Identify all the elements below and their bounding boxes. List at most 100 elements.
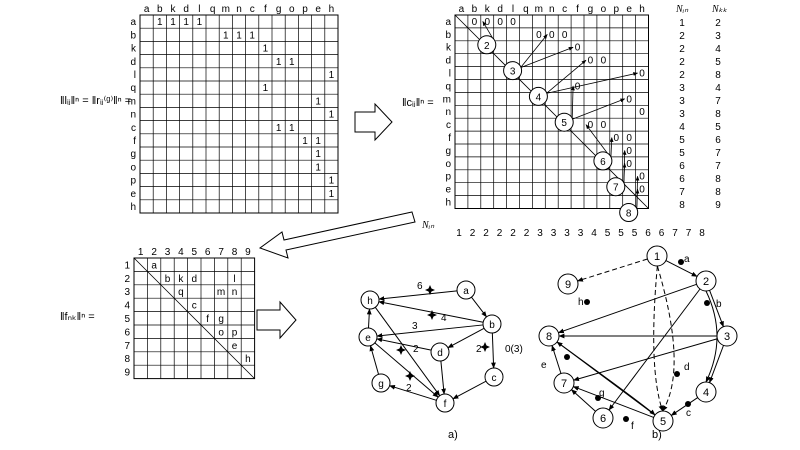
row-label: 1 <box>124 260 130 271</box>
graph-a-edge <box>366 308 372 329</box>
matrix-two-bottom-number: 4 <box>591 228 597 239</box>
graph-a-edge-label: 6 <box>417 281 423 292</box>
table-left-value: 5 <box>679 148 685 159</box>
matrix-three-value: k <box>178 274 184 285</box>
graph-a-edge <box>369 345 380 375</box>
matrix-two-bottom-number: 5 <box>605 228 611 239</box>
table-right-value: 4 <box>715 83 721 94</box>
table-left-value: 2 <box>679 44 685 55</box>
graph-a-edge <box>440 360 446 395</box>
graph-b-edge <box>670 397 698 416</box>
column-label: l <box>198 4 200 15</box>
matrix-two-value: 0 <box>549 30 555 41</box>
table-left-value: 6 <box>679 174 685 185</box>
table-right-value: 7 <box>715 148 721 159</box>
matrix-one-value: 1 <box>223 30 229 41</box>
graph-b-node <box>646 245 668 267</box>
graph-b-edge <box>709 345 724 384</box>
graph-a-node-label: h <box>367 296 373 307</box>
graph-a-node-label: e <box>365 333 371 344</box>
table-left-value: 6 <box>679 161 685 172</box>
matrix-two-circle-label: 5 <box>561 118 567 129</box>
matrix-one-value: 1 <box>183 17 189 28</box>
table-left-value: 8 <box>679 200 685 211</box>
row-label: o <box>130 162 136 173</box>
matrix-one-value: 1 <box>276 57 282 68</box>
table-right-value: 8 <box>715 174 721 185</box>
column-label: n <box>549 4 555 15</box>
graph-b-letter: h <box>578 297 584 308</box>
matrix-two-value: 0 <box>626 146 632 157</box>
matrix-one-value: 1 <box>329 110 335 121</box>
matrix-two-bottom-number: 3 <box>578 228 584 239</box>
row-label: d <box>445 56 451 67</box>
matrix-three-value: e <box>232 341 238 352</box>
hollow-arrow-right-bottom <box>256 300 297 340</box>
matrix-one-value: 1 <box>249 30 255 41</box>
table-left-value: 2 <box>679 57 685 68</box>
graph-b-node-label: 4 <box>703 387 709 399</box>
column-label: n <box>236 4 242 15</box>
matrix-two-value: 0 <box>613 133 619 144</box>
graph-a-edge <box>376 337 432 351</box>
graph-a-node-label: d <box>437 348 443 359</box>
row-label: 4 <box>124 301 130 312</box>
graph-a-star-marker <box>427 310 437 320</box>
matrix-two-circle <box>554 112 574 132</box>
matrix-two-arrow <box>635 188 640 210</box>
column-label: g <box>276 4 282 15</box>
matrix-one-value: 1 <box>170 17 176 28</box>
row-label: h <box>130 202 136 213</box>
graph-a-edge <box>376 324 484 338</box>
graph-a-edge <box>374 306 441 397</box>
diagonal-line <box>133 257 255 379</box>
graph-b-node-label: 9 <box>565 279 571 291</box>
column-label: k <box>171 4 177 15</box>
graph-a-star-marker <box>396 345 406 355</box>
matrix-two-value: 0 <box>575 81 581 92</box>
graph-b-node-label: 3 <box>724 331 730 343</box>
graph-a-edge <box>471 296 487 318</box>
table-header-left: Nᵢₙ <box>675 4 689 15</box>
matrix-one-value: 1 <box>302 136 308 147</box>
table-left-value: 7 <box>679 187 685 198</box>
matrix-border <box>139 14 339 214</box>
graph-a-node-label: c <box>492 373 497 384</box>
graph-a-node-label: g <box>378 379 384 390</box>
column-label: d <box>497 4 503 15</box>
matrix-three-value: g <box>218 314 224 325</box>
graph-b-edge <box>557 283 697 334</box>
matrix-three-label: ‖fₙₖ‖ⁿ = <box>60 311 95 323</box>
table-right-value: 3 <box>715 31 721 42</box>
column-label: c <box>562 4 567 15</box>
matrix-two-bottom-number: 1 <box>456 228 462 239</box>
graph-b-edge <box>570 389 596 412</box>
column-label: e <box>315 4 321 15</box>
row-label: 7 <box>124 341 130 352</box>
graph-b-edge <box>573 338 718 382</box>
row-label: h <box>445 198 451 209</box>
column-label: 4 <box>178 247 184 258</box>
graph-b-node-label: 7 <box>561 378 567 390</box>
row-label: m <box>128 96 136 107</box>
graph-b-edge <box>572 386 654 418</box>
column-label: 6 <box>205 247 211 258</box>
matrix-two-value: 0 <box>472 17 478 28</box>
matrix-one-value: 1 <box>315 149 321 160</box>
table-left-value: 3 <box>679 109 685 120</box>
matrix-two-arrow <box>546 72 639 94</box>
row-label: p <box>445 172 451 183</box>
graph-a-node <box>360 290 380 310</box>
graph-b-node <box>592 407 614 429</box>
row-label: m <box>443 94 451 105</box>
column-label: 9 <box>245 247 251 258</box>
hollow-arrow-right-top <box>354 102 393 142</box>
graph-b-dot <box>595 395 601 401</box>
matrix-two-arrow <box>520 46 574 68</box>
column-label: p <box>302 4 308 15</box>
graph-b-node <box>695 381 717 403</box>
row-label: c <box>131 123 136 134</box>
graph-b-caption: b) <box>652 429 662 441</box>
matrix-one-value: 1 <box>329 189 335 200</box>
